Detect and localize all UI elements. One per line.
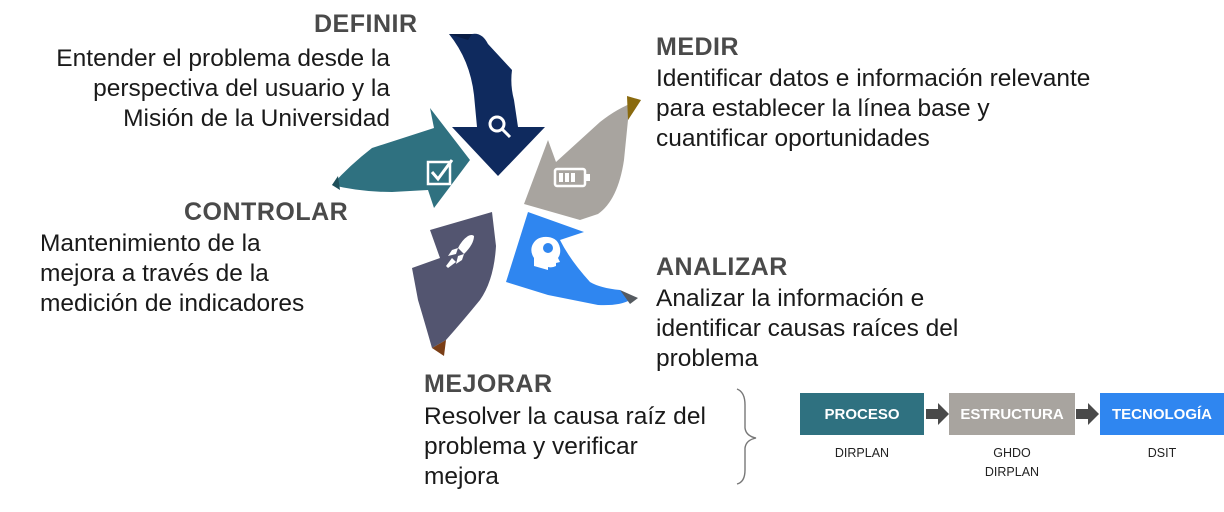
proceso-box: PROCESO	[800, 393, 924, 435]
flow-arrow-1	[926, 403, 949, 425]
definir-line-2: perspectiva del usuario y la	[93, 75, 390, 102]
controlar-title: CONTROLAR	[184, 198, 349, 226]
analizar-line-1: Analizar la información e	[656, 285, 925, 312]
estructura-label: ESTRUCTURA	[960, 405, 1064, 423]
proceso-owner-1: DIRPLAN	[834, 446, 890, 460]
definir-line-3: Misión de la Universidad	[123, 105, 390, 132]
proceso-owners: DIRPLAN	[800, 444, 924, 463]
controlar-line-2: mejora a través de la	[40, 260, 269, 287]
controlar-line-3: medición de indicadores	[40, 290, 305, 317]
controlar-line-1: Mantenimiento de la	[40, 230, 261, 257]
analizar-arrow	[506, 212, 638, 306]
controlar-arrow	[332, 108, 470, 208]
checkbox-icon	[426, 159, 454, 186]
mejorar-arrow	[412, 212, 496, 356]
definir-arrow	[449, 33, 545, 176]
analizar-line-2: identificar causas raíces del	[656, 315, 959, 342]
rocket-icon	[446, 235, 474, 268]
mejorar-description: Resolver la causa raíz del problema y ve…	[424, 402, 706, 492]
estructura-owner-1: GHDO	[993, 446, 1031, 460]
definir-line-1: Entender el problema desde la	[56, 45, 390, 72]
mejorar-line-3: mejora	[424, 463, 499, 490]
medir-title: MEDIR	[656, 33, 740, 61]
analizar-description: Analizar la información e identificar ca…	[656, 284, 958, 374]
medir-line-3: cuantificar oportunidades	[656, 125, 930, 152]
analizar-title: ANALIZAR	[656, 253, 788, 281]
medir-description: Identificar datos e información relevant…	[656, 64, 1090, 154]
definir-description: Entender el problema desde la perspectiv…	[56, 44, 390, 134]
proceso-label: PROCESO	[824, 405, 900, 423]
mejorar-line-1: Resolver la causa raíz del	[424, 403, 706, 430]
tecnologia-label: TECNOLOGÍA	[1112, 405, 1212, 423]
medir-line-1: Identificar datos e información relevant…	[656, 65, 1091, 92]
tecnologia-owner-1: DSIT	[1147, 446, 1177, 460]
medir-line-2: para establecer la línea base y	[656, 95, 990, 122]
medir-arrow	[524, 96, 641, 220]
magnifier-icon	[488, 115, 512, 139]
mejorar-title: MEJORAR	[424, 370, 553, 398]
estructura-box: ESTRUCTURA	[949, 393, 1075, 435]
estructura-owner-2: DIRPLAN	[984, 465, 1040, 479]
tecnologia-box: TECNOLOGÍA	[1100, 393, 1224, 435]
controlar-description: Mantenimiento de la mejora a través de l…	[40, 229, 304, 319]
analizar-line-3: problema	[656, 345, 759, 372]
mejorar-line-2: problema y verificar	[424, 433, 638, 460]
definir-title: DEFINIR	[314, 10, 418, 38]
flow-arrow-2	[1076, 403, 1099, 425]
brace	[736, 388, 757, 485]
brain-head-icon	[531, 236, 561, 270]
estructura-owners: GHDO DIRPLAN	[949, 444, 1075, 482]
tecnologia-owners: DSIT	[1100, 444, 1224, 463]
battery-icon	[553, 167, 590, 188]
